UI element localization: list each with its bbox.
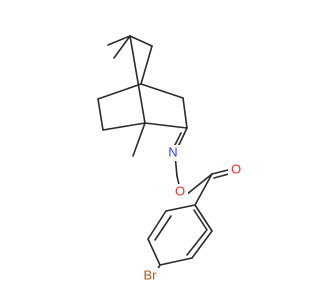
bromobenzene-ring bbox=[147, 204, 213, 275]
nitrogen-label: N bbox=[168, 144, 177, 159]
bond bbox=[97, 83, 142, 100]
bond bbox=[194, 173, 213, 206]
bond bbox=[194, 204, 213, 232]
bond bbox=[191, 230, 213, 259]
bond bbox=[129, 35, 146, 124]
bond bbox=[185, 173, 213, 196]
bond bbox=[147, 210, 167, 240]
bond bbox=[154, 215, 172, 241]
bond bbox=[102, 122, 146, 131]
bond bbox=[132, 122, 146, 157]
bond bbox=[97, 98, 104, 131]
bond bbox=[140, 45, 153, 85]
bond bbox=[113, 35, 131, 59]
atom-labels: N O O Br bbox=[138, 144, 244, 284]
bond bbox=[107, 35, 131, 46]
bond bbox=[144, 122, 188, 129]
bicyclic-scaffold bbox=[97, 35, 188, 157]
structure-canvas: N O O Br bbox=[97, 35, 244, 284]
bond bbox=[147, 238, 161, 266]
bond bbox=[129, 35, 153, 47]
bond bbox=[159, 257, 193, 266]
ether-oxygen-label: O bbox=[175, 183, 185, 198]
bromine-label: Br bbox=[144, 267, 158, 282]
bond bbox=[193, 209, 208, 231]
bond bbox=[165, 204, 196, 212]
carbonyl-oxygen-label: O bbox=[231, 161, 241, 176]
bond bbox=[140, 83, 184, 99]
bond bbox=[186, 230, 207, 256]
molecule-diagram: N O O Br bbox=[97, 35, 244, 284]
bond bbox=[182, 97, 188, 129]
